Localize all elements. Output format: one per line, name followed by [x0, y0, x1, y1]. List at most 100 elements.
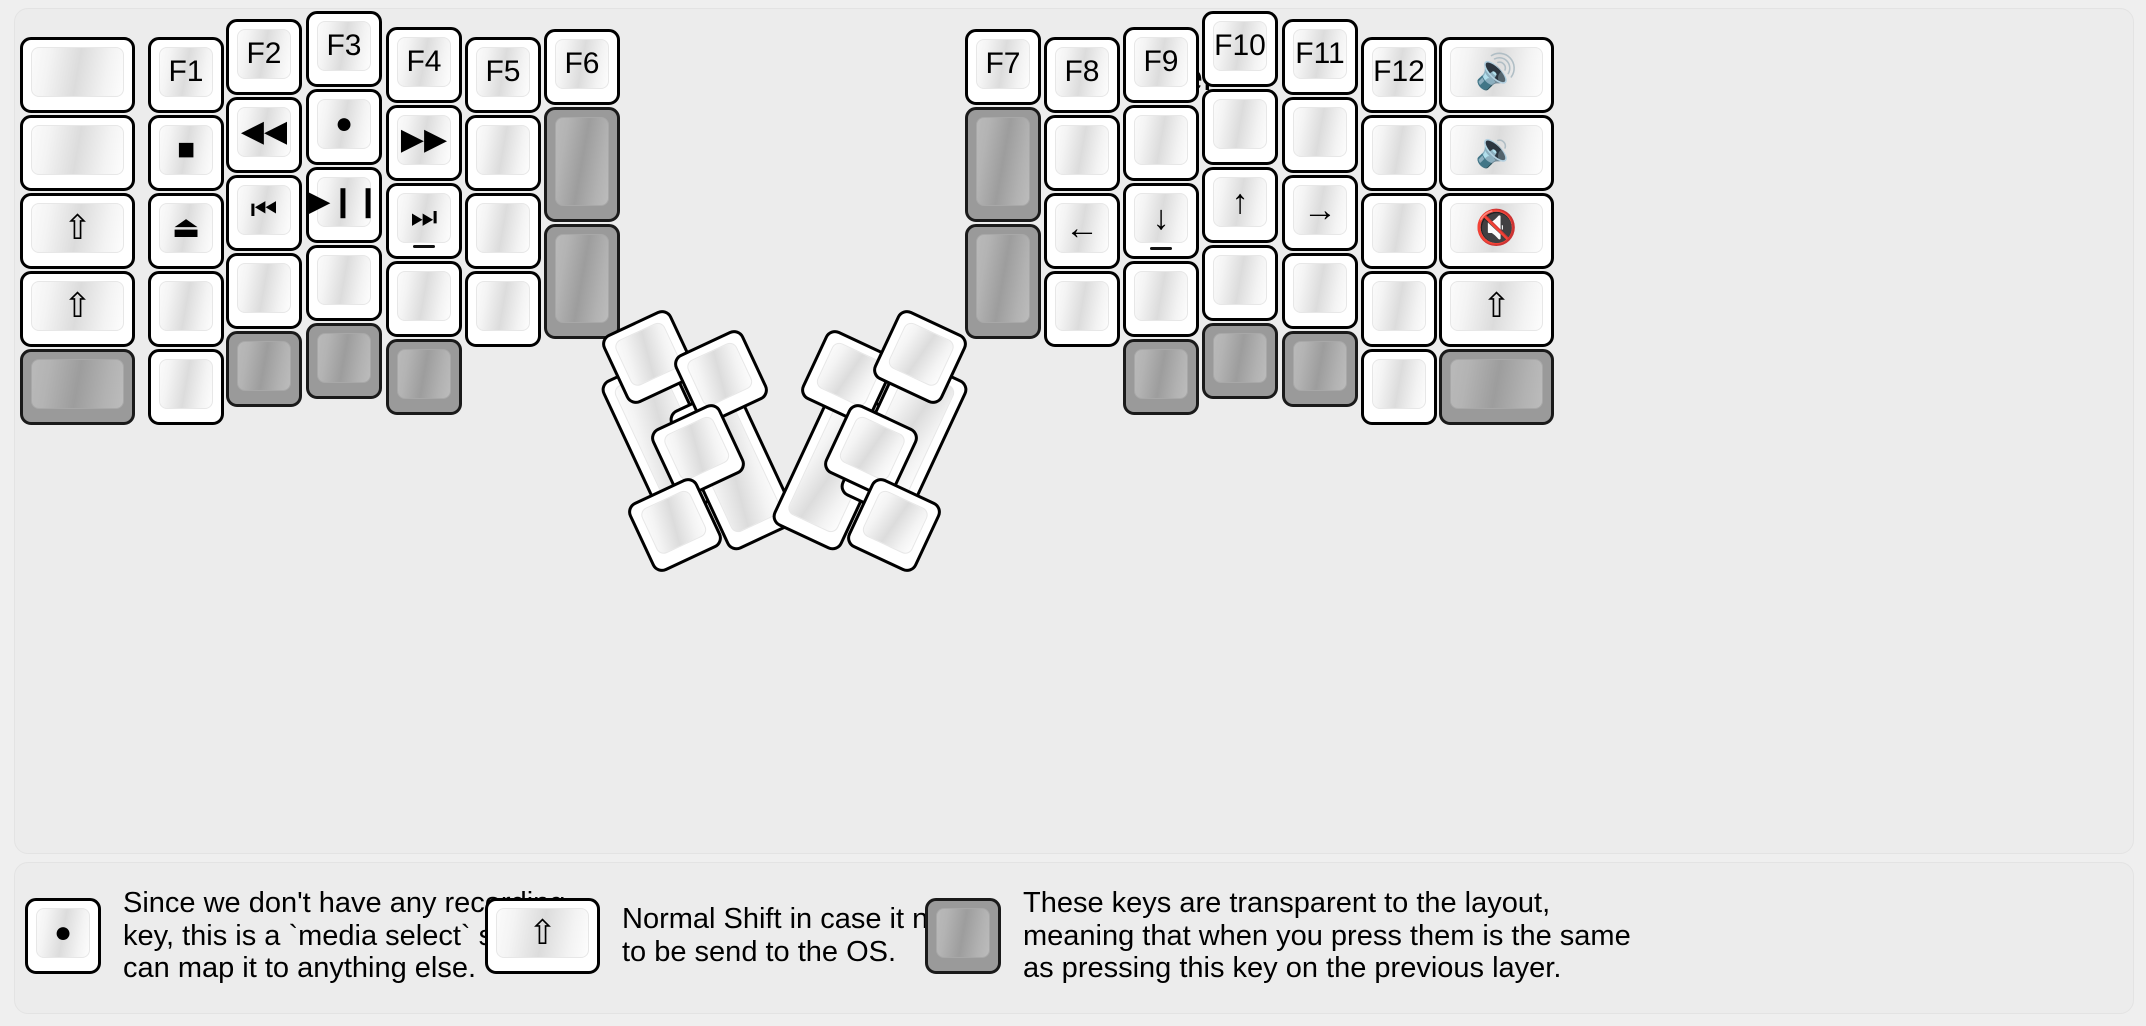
transparent-key[interactable] — [20, 349, 135, 425]
keycap-top-surface: ● — [317, 99, 371, 149]
keycap-top-surface — [936, 908, 990, 958]
media-prev-track-icon[interactable]: ⏮ — [226, 175, 302, 251]
blank-key[interactable] — [1361, 193, 1437, 269]
media-rewind-icon[interactable]: ◀◀ — [226, 97, 302, 173]
keycap-top-surface — [638, 488, 709, 557]
transparent-key[interactable] — [1282, 331, 1358, 407]
keycap-top-surface — [1372, 203, 1426, 253]
media-stop-icon[interactable]: ■ — [148, 115, 224, 191]
transparent-key[interactable] — [386, 339, 462, 415]
keycap-top-surface — [31, 125, 124, 175]
media-fast-forward-icon[interactable]: ▶▶ — [386, 105, 462, 181]
blank-key[interactable] — [1361, 271, 1437, 347]
shift-arrow-icon: ⇧ — [485, 898, 600, 974]
transparent-key[interactable] — [965, 224, 1041, 339]
blank-key[interactable] — [1282, 253, 1358, 329]
blank-key[interactable] — [20, 37, 135, 113]
f8-key[interactable]: F8 — [1044, 37, 1120, 113]
keycap-top-surface — [476, 203, 530, 253]
keycap-top-surface — [1213, 99, 1267, 149]
shift-icon[interactable]: ⇧ — [20, 271, 135, 347]
transparent-key[interactable] — [1202, 323, 1278, 399]
keycap-top-surface: ■ — [159, 125, 213, 175]
transparent-key[interactable] — [1439, 349, 1554, 425]
arrow-up-icon[interactable]: ↑ — [1202, 167, 1278, 243]
blank-key[interactable] — [465, 115, 541, 191]
f12-key[interactable]: F12 — [1361, 37, 1437, 113]
keycap-top-surface — [860, 488, 931, 557]
blank-key[interactable] — [1282, 97, 1358, 173]
keycap-top-surface — [886, 320, 957, 389]
transparent-key[interactable] — [226, 331, 302, 407]
blank-key[interactable] — [1361, 349, 1437, 425]
f12-key-legend: F12 — [1373, 55, 1425, 88]
transparent-key[interactable] — [544, 224, 620, 339]
blank-key[interactable] — [20, 115, 135, 191]
transparent-key[interactable] — [965, 107, 1041, 222]
blank-key[interactable] — [1202, 245, 1278, 321]
keycap-top-surface — [237, 263, 291, 313]
blank-key[interactable] — [148, 271, 224, 347]
legend-panel: ●Since we don't have any recording key, … — [14, 862, 2134, 1014]
f6-key[interactable]: F6 — [544, 29, 620, 105]
blank-key[interactable] — [465, 193, 541, 269]
f2-key[interactable]: F2 — [226, 19, 302, 95]
blank-key[interactable] — [148, 349, 224, 425]
keycap-top-surface — [555, 234, 609, 323]
legend-item: ⇧Normal Shift in case it needs to be sen… — [485, 881, 991, 991]
transparent-key[interactable] — [1123, 339, 1199, 415]
media-stop-icon-legend: ■ — [176, 133, 196, 166]
transparent-key[interactable] — [306, 323, 382, 399]
blank-key[interactable] — [1044, 271, 1120, 347]
keycap-top-surface: F9 — [1134, 37, 1188, 87]
f1-key[interactable]: F1 — [148, 37, 224, 113]
keycap-top-surface — [397, 349, 451, 399]
f4-key[interactable]: F4 — [386, 27, 462, 103]
media-record-icon-legend: ● — [334, 107, 354, 140]
blank-key[interactable] — [226, 253, 302, 329]
keycap-top-surface — [1372, 125, 1426, 175]
blank-key[interactable] — [306, 245, 382, 321]
volume-up-icon[interactable]: 🔊 — [1439, 37, 1554, 113]
f3-key[interactable]: F3 — [306, 11, 382, 87]
keycap-top-surface — [1134, 271, 1188, 321]
blank-key[interactable] — [1123, 105, 1199, 181]
f7-key[interactable]: F7 — [965, 29, 1041, 105]
keycap-top-surface: 🔇 — [1450, 203, 1543, 253]
f11-key[interactable]: F11 — [1282, 19, 1358, 95]
keycap-top-surface — [976, 234, 1030, 323]
media-eject-icon[interactable]: ⏏ — [148, 193, 224, 269]
caps-shift-icon[interactable]: ⇧ — [20, 193, 135, 269]
record-circle-icon: ● — [25, 898, 101, 974]
keycap-top-surface: ⏭ — [397, 193, 451, 248]
volume-mute-icon-legend: 🔇 — [1475, 209, 1518, 247]
keycap-top-surface — [684, 340, 755, 409]
blank-key[interactable] — [1123, 261, 1199, 337]
media-next-track-icon[interactable]: ⏭ — [386, 183, 462, 259]
blank-key[interactable] — [1202, 89, 1278, 165]
media-play-pause-icon-legend: ▶❙❙ — [307, 185, 381, 218]
homing-bump-icon — [1150, 247, 1172, 250]
f5-key[interactable]: F5 — [465, 37, 541, 113]
media-record-icon[interactable]: ● — [306, 89, 382, 165]
volume-up-icon-legend: 🔊 — [1475, 53, 1518, 91]
volume-down-icon[interactable]: 🔉 — [1439, 115, 1554, 191]
f9-key[interactable]: F9 — [1123, 27, 1199, 103]
arrow-right-icon[interactable]: → — [1282, 175, 1358, 251]
blank-key[interactable] — [386, 261, 462, 337]
blank-key[interactable] — [465, 271, 541, 347]
f11-key-legend: F11 — [1295, 37, 1345, 70]
keycap-top-surface — [397, 271, 451, 321]
volume-mute-icon[interactable]: 🔇 — [1439, 193, 1554, 269]
keycap-top-surface: ▶❙❙ — [307, 177, 381, 227]
blank-key[interactable] — [1044, 115, 1120, 191]
blank-key[interactable] — [1361, 115, 1437, 191]
arrow-left-icon[interactable]: ← — [1044, 193, 1120, 269]
f10-key[interactable]: F10 — [1202, 11, 1278, 87]
arrow-down-icon[interactable]: ↓ — [1123, 183, 1199, 259]
shift-icon[interactable]: ⇧ — [1439, 271, 1554, 347]
transparent-key[interactable] — [544, 107, 620, 222]
keycap-top-surface: ◀◀ — [237, 107, 291, 157]
media-play-pause-icon[interactable]: ▶❙❙ — [306, 167, 382, 243]
keycap-top-surface — [837, 414, 908, 483]
